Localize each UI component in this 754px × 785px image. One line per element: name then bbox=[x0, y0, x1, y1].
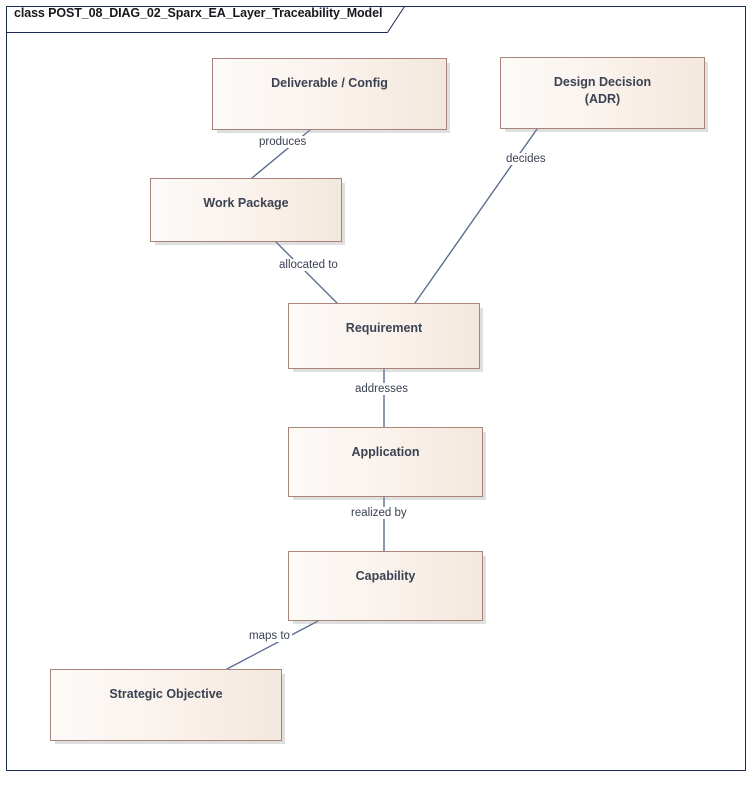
node-application[interactable]: Application bbox=[288, 427, 483, 497]
connector-label-produces: produces bbox=[257, 136, 309, 148]
connector-label-addresses: addresses bbox=[353, 383, 411, 395]
node-label: Strategic Objective bbox=[109, 687, 223, 701]
node-label: Requirement bbox=[345, 321, 423, 335]
node-design-decision-adr[interactable]: Design Decision (ADR) bbox=[500, 57, 705, 129]
connector-label-decides: decides bbox=[504, 153, 548, 165]
connector-allocated-to[interactable] bbox=[275, 241, 338, 304]
node-strategic-objective[interactable]: Strategic Objective bbox=[50, 669, 282, 741]
node-label: Capability bbox=[355, 569, 416, 583]
node-capability[interactable]: Capability bbox=[288, 551, 483, 621]
node-label: Work Package bbox=[203, 196, 289, 210]
connector-maps-to[interactable] bbox=[226, 620, 319, 670]
node-label: Deliverable / Config bbox=[271, 76, 388, 90]
node-requirement[interactable]: Requirement bbox=[288, 303, 480, 369]
connector-label-realized-by: realized by bbox=[349, 507, 409, 519]
node-label: Design Decision (ADR) bbox=[553, 75, 652, 106]
page-title: class POST_08_DIAG_02_Sparx_EA_Layer_Tra… bbox=[14, 6, 383, 20]
node-deliverable-config[interactable]: Deliverable / Config bbox=[212, 58, 447, 130]
node-work-package[interactable]: Work Package bbox=[150, 178, 342, 242]
node-label: Application bbox=[351, 445, 420, 459]
connector-label-maps-to: maps to bbox=[247, 630, 292, 642]
connector-label-allocated-to: allocated to bbox=[277, 259, 340, 271]
